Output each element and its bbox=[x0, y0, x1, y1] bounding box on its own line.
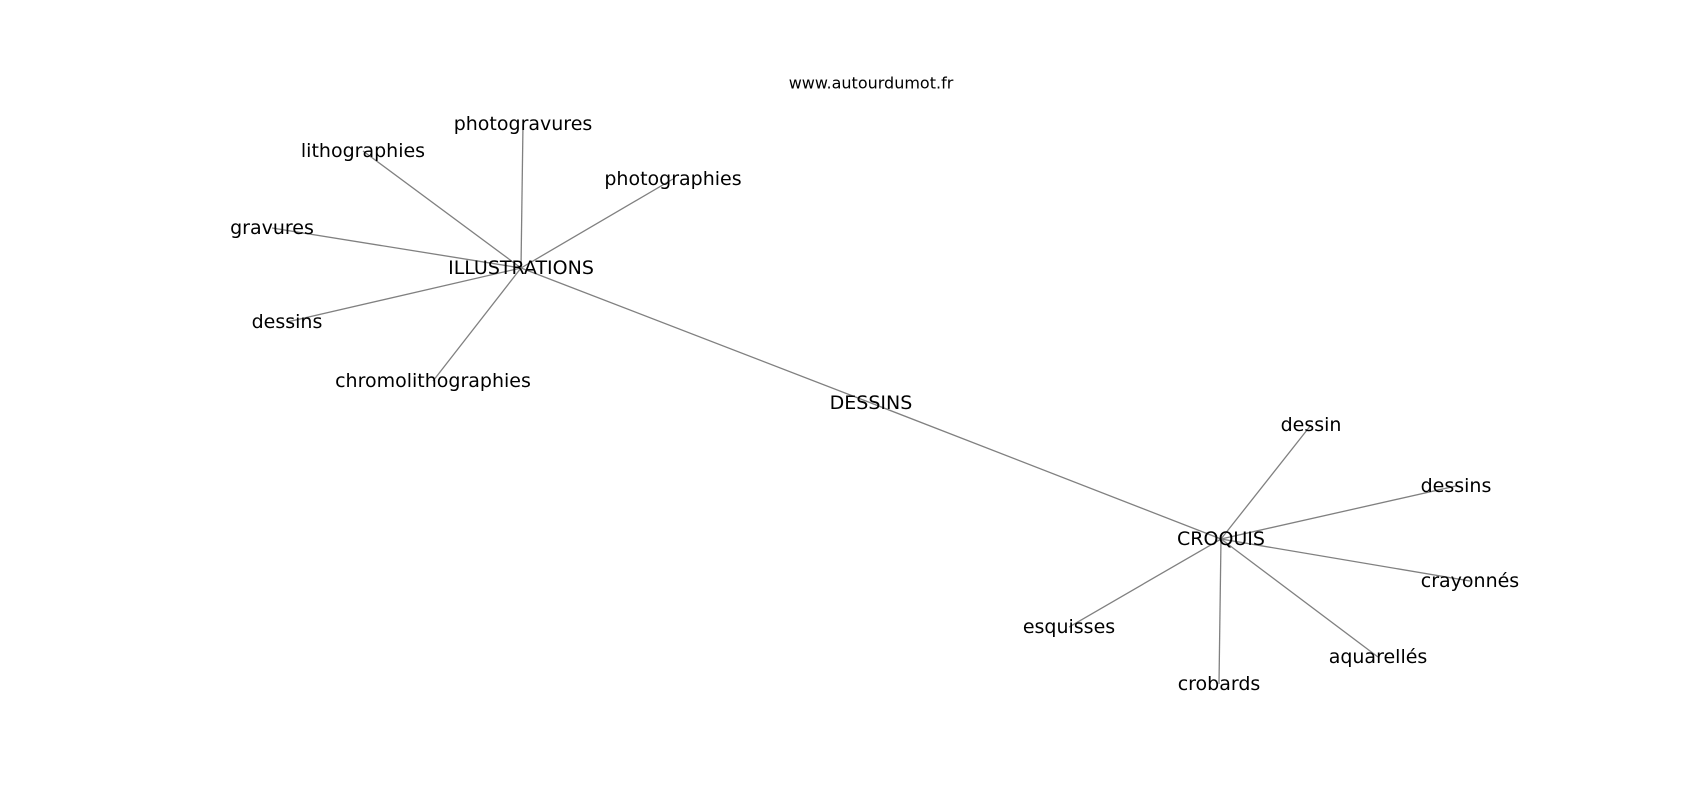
node-label-n3[interactable]: photographies bbox=[604, 168, 741, 190]
label-group: DESSINS ILLUSTRATIONS CROQUIS photogravures… bbox=[230, 113, 1519, 695]
node-label-n6[interactable]: chromolithographies bbox=[335, 370, 531, 392]
edge-center-hub1 bbox=[520, 267, 872, 404]
edge-hub2-n12 bbox=[1068, 538, 1222, 628]
edge-hub2-n10 bbox=[1220, 538, 1379, 658]
edge-hub2-n7 bbox=[1220, 424, 1312, 540]
edge-center-hub2 bbox=[870, 402, 1222, 540]
edge-hub1-n6 bbox=[432, 267, 522, 382]
source-url-label: www.autourdumot.fr bbox=[789, 74, 954, 93]
edge-hub2-n9 bbox=[1220, 538, 1471, 582]
edge-group bbox=[271, 123, 1471, 685]
node-label-n4[interactable]: gravures bbox=[230, 217, 314, 239]
node-label-n11[interactable]: crobards bbox=[1178, 673, 1261, 695]
node-label-n10[interactable]: aquarellés bbox=[1329, 646, 1428, 668]
edge-hub2-n8 bbox=[1220, 485, 1457, 540]
node-label-n12[interactable]: esquisses bbox=[1023, 616, 1115, 638]
node-label-n9[interactable]: crayonnés bbox=[1421, 570, 1519, 592]
node-label-n5[interactable]: dessins bbox=[252, 311, 323, 333]
node-label-n1[interactable]: photogravures bbox=[454, 113, 593, 135]
edge-hub1-n3 bbox=[520, 178, 674, 269]
node-label-hub1[interactable]: ILLUSTRATIONS bbox=[448, 257, 594, 279]
node-label-center[interactable]: DESSINS bbox=[830, 392, 913, 414]
node-label-n8[interactable]: dessins bbox=[1421, 475, 1492, 497]
edge-hub1-n4 bbox=[271, 227, 522, 269]
edge-hub2-n11 bbox=[1218, 538, 1222, 685]
edge-hub1-n1 bbox=[520, 123, 524, 269]
edge-hub1-n5 bbox=[286, 267, 522, 323]
node-label-n7[interactable]: dessin bbox=[1281, 414, 1342, 436]
edge-hub1-n2 bbox=[362, 150, 522, 269]
node-label-hub2[interactable]: CROQUIS bbox=[1177, 528, 1265, 550]
node-label-n2[interactable]: lithographies bbox=[301, 140, 425, 162]
